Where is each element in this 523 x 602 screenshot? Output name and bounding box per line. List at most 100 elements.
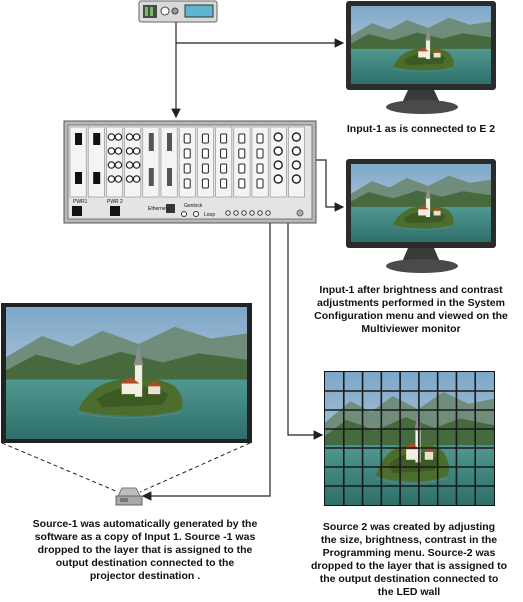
- aux-port: [241, 210, 247, 216]
- bnc-port: [132, 147, 141, 155]
- chassis-card-slot: [87, 126, 105, 198]
- hdmi-port: [201, 148, 209, 159]
- caption-line: Configuration menu and viewed on the: [314, 310, 508, 322]
- hdmi-port: [183, 163, 191, 174]
- bnc-port: [132, 175, 141, 183]
- bnc-port: [125, 147, 134, 155]
- caption-line: the output destination connected to: [319, 573, 499, 585]
- bnc-port: [291, 132, 302, 142]
- hdmi-port: [183, 148, 191, 159]
- caption-multiviewer: Input-1 after brightness and contrast ad…: [300, 284, 522, 336]
- chassis-card-slot: [69, 126, 87, 198]
- dvi-port: [148, 133, 154, 151]
- hdmi-port: [220, 148, 228, 159]
- bnc-port: [107, 175, 116, 183]
- chassis-to-multiviewer-line: [316, 159, 345, 212]
- caption-ledwall: Source 2 was created by adjusting the si…: [296, 521, 522, 599]
- caption-line: Source-1 was automatically generated by …: [32, 518, 258, 530]
- aux-port: [233, 210, 239, 216]
- source-device: [138, 0, 218, 23]
- pwr1-label: PWR1: [73, 199, 88, 205]
- bnc-port: [125, 133, 134, 141]
- monitor-input-1: [346, 1, 496, 114]
- hdmi-port: [201, 133, 209, 144]
- card-switch: [75, 133, 82, 145]
- aux-port: [257, 210, 263, 216]
- ethernet-label: Ethernet: [148, 206, 168, 212]
- bnc-port: [107, 133, 116, 141]
- ethernet-port: [166, 204, 175, 213]
- caption-line: dropped to the layer that is assigned to: [310, 560, 508, 572]
- caption-top-monitor: Input-1 as is connected to E 2: [346, 123, 496, 135]
- monitor-multiviewer: [346, 159, 496, 273]
- hdmi-port: [183, 133, 191, 144]
- dvi-port: [167, 133, 172, 151]
- chassis-card-slot: [197, 126, 214, 198]
- bnc-port: [107, 147, 116, 155]
- bnc-port: [273, 174, 283, 184]
- chassis-to-ledwall-line: [287, 165, 324, 440]
- aux-port: [249, 210, 255, 216]
- hdmi-port: [238, 148, 246, 159]
- hdmi-port: [238, 133, 246, 144]
- hdmi-port: [238, 178, 246, 189]
- caption-line: projector destination .: [89, 570, 201, 582]
- processor-chassis: PWR1 PWR 2 Ethernet Genlock Loop: [63, 120, 317, 224]
- hdmi-port: [220, 133, 228, 144]
- hdmi-port: [201, 163, 209, 174]
- card-switch: [93, 172, 101, 184]
- projector: [115, 487, 143, 506]
- chassis-card-slot: [251, 126, 269, 198]
- caption-line: Programming menu. Source-2 was: [322, 547, 496, 559]
- bnc-port: [114, 175, 123, 183]
- bnc-port: [273, 160, 283, 170]
- chassis-card-slot: [160, 126, 178, 198]
- led-wall: [324, 371, 495, 506]
- hdmi-port: [256, 133, 264, 144]
- dvi-port: [148, 168, 154, 186]
- card-switch: [75, 172, 82, 184]
- aux-port: [265, 210, 271, 216]
- bnc-port: [132, 133, 141, 141]
- bnc-port: [273, 146, 283, 156]
- bnc-port: [125, 175, 134, 183]
- bnc-port: [273, 132, 283, 142]
- projection-screen: [1, 303, 252, 493]
- caption-line: the LED wall: [377, 586, 441, 598]
- power-connector-1: [72, 206, 82, 216]
- aux-port: [225, 210, 231, 216]
- hdmi-port: [256, 163, 264, 174]
- hdmi-port: [220, 178, 228, 189]
- hdmi-port: [238, 163, 246, 174]
- connection-lines: [141, 22, 345, 501]
- chassis-card-slot: [178, 126, 196, 198]
- bnc-port: [291, 174, 302, 184]
- dvi-port: [167, 168, 172, 186]
- card-switch: [93, 133, 101, 145]
- bnc-port: [125, 161, 134, 169]
- caption-line: dropped to the layer that is assigned to…: [37, 544, 253, 556]
- bnc-port: [107, 161, 116, 169]
- chassis-card-slot: [142, 126, 160, 198]
- bnc-port: [132, 161, 141, 169]
- bnc-port: [114, 161, 123, 169]
- chassis-card-slot: [233, 126, 251, 198]
- hdmi-port: [220, 163, 228, 174]
- pwr2-label: PWR 2: [107, 199, 123, 205]
- caption-projector: Source-1 was automatically generated by …: [0, 518, 290, 583]
- loop-label: Loop: [204, 212, 215, 218]
- chassis-card-slot: [215, 126, 233, 198]
- bnc-port: [291, 146, 302, 156]
- hdmi-port: [256, 178, 264, 189]
- hdmi-port: [256, 148, 264, 159]
- chassis-to-projector-line: [141, 165, 271, 501]
- bnc-port: [114, 133, 123, 141]
- bnc-port: [291, 160, 302, 170]
- caption-line: output destination connected to the: [55, 557, 235, 569]
- caption-line: Input-1 after brightness and contrast: [319, 284, 503, 296]
- caption-line: software as a copy of Input 1. Source -1…: [34, 531, 256, 543]
- caption-line: the size, brightness, contrast in the: [320, 534, 498, 546]
- genlock-label: Genlock: [184, 203, 203, 209]
- hdmi-port: [201, 178, 209, 189]
